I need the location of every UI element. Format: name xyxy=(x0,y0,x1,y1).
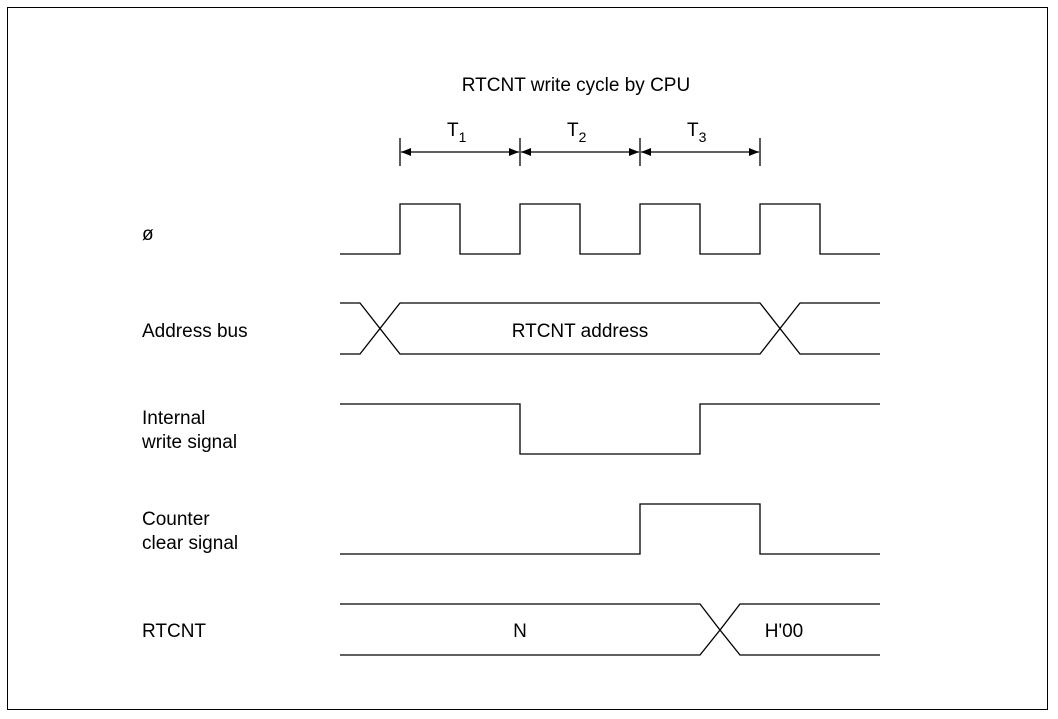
internal-write-label-line2: write signal xyxy=(141,432,237,453)
period-label-t3: T3 xyxy=(687,120,707,145)
clock-label: ø xyxy=(142,224,154,245)
rtcnt-value-before: N xyxy=(513,621,527,642)
svg-text:T1: T1 xyxy=(447,120,467,145)
period-label-t2: T2 xyxy=(567,120,587,145)
internal-write-waveform xyxy=(340,403,880,455)
diagram-title: RTCNT write cycle by CPU xyxy=(462,75,690,96)
rtcnt-value-after: H'00 xyxy=(765,621,803,642)
rtcnt-waveform xyxy=(340,603,880,656)
counter-clear-label-line1: Counter xyxy=(142,509,210,530)
internal-write-label-line1: Internal xyxy=(142,408,205,429)
period-ticks xyxy=(399,138,761,166)
svg-text:T2: T2 xyxy=(567,120,587,145)
counter-clear-waveform xyxy=(340,503,880,555)
address-bus-waveform xyxy=(340,302,880,355)
diagram-frame xyxy=(7,7,1048,710)
rtcnt-label: RTCNT xyxy=(142,621,206,642)
clock-waveform xyxy=(340,203,880,255)
address-bus-value: RTCNT address xyxy=(512,321,649,342)
svg-text:T3: T3 xyxy=(687,120,707,145)
counter-clear-label-line2: clear signal xyxy=(142,533,238,554)
address-bus-label: Address bus xyxy=(142,321,248,342)
period-label-t1: T1 xyxy=(447,120,467,145)
